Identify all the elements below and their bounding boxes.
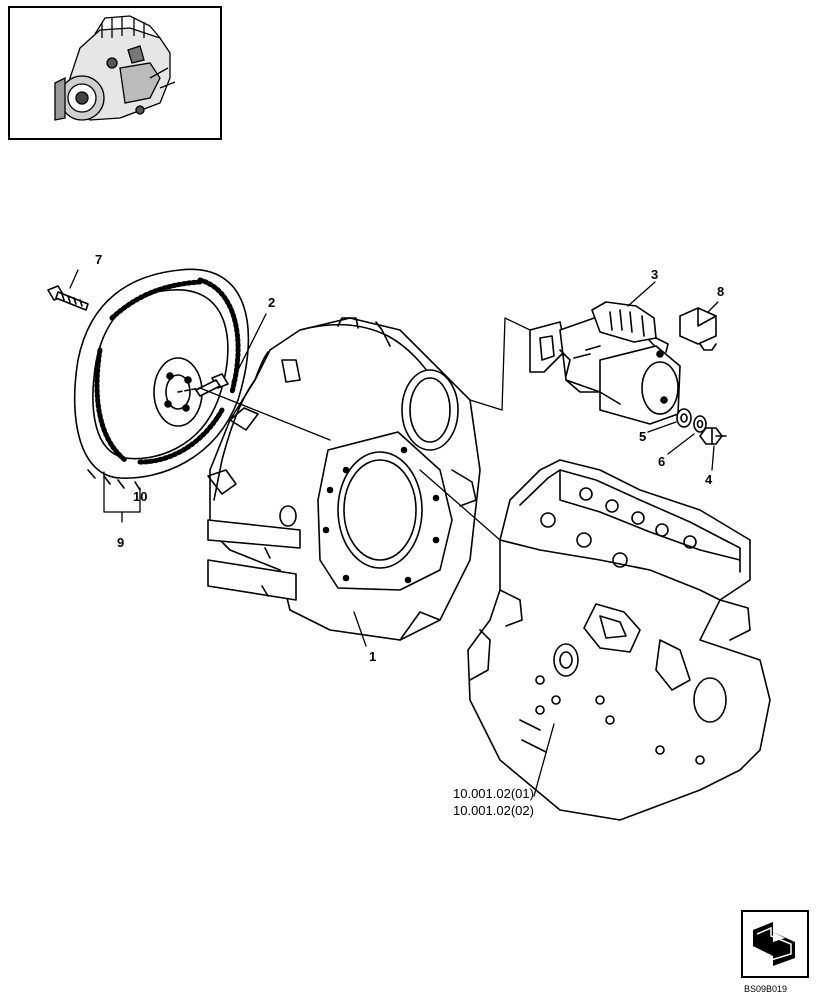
engine-thumbnail[interactable] bbox=[8, 6, 222, 140]
bolt-2 bbox=[177, 373, 229, 397]
callout-5: 5 bbox=[639, 429, 647, 444]
callout-8: 8 bbox=[717, 284, 725, 299]
callout-9: 9 bbox=[117, 535, 125, 550]
reference-link-2[interactable]: 10.001.02(02) bbox=[453, 803, 534, 818]
reference-link-1[interactable]: 10.001.02(01) bbox=[453, 786, 534, 801]
page-navigation-button[interactable] bbox=[741, 910, 809, 978]
callout-7: 7 bbox=[95, 252, 103, 267]
starter-motor bbox=[529, 301, 681, 425]
flywheel-assembly bbox=[73, 268, 250, 491]
callout-4: 4 bbox=[705, 472, 713, 487]
cover-8 bbox=[679, 307, 717, 351]
bolt-7 bbox=[47, 285, 89, 311]
callout-10: 10 bbox=[133, 489, 148, 504]
callout-2: 2 bbox=[268, 295, 276, 310]
engine-thumbnail-icon bbox=[54, 15, 176, 121]
page-navigation-arrow-icon bbox=[753, 922, 795, 966]
figure-code: BS09B019 bbox=[744, 984, 788, 994]
engine-block bbox=[467, 459, 771, 821]
callout-3: 3 bbox=[651, 267, 659, 282]
callout-6: 6 bbox=[658, 454, 666, 469]
fasteners-5-6-4 bbox=[676, 408, 727, 445]
flywheel-housing bbox=[207, 317, 481, 641]
callout-1: 1 bbox=[369, 649, 377, 664]
